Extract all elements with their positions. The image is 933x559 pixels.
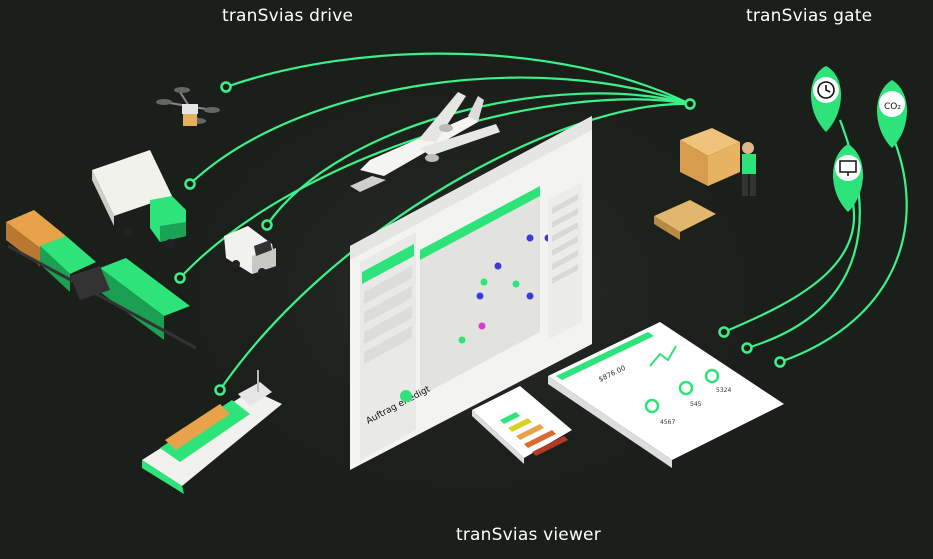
energy-label-bars <box>500 412 568 456</box>
gate-pins: CO₂ <box>811 66 907 212</box>
viewer-label: tranSvias viewer <box>456 525 601 545</box>
drive-label: tranSvias drive <box>222 6 354 26</box>
viewer-screen: Auftrag erledigt <box>350 116 592 470</box>
ship-icon <box>142 370 282 494</box>
airplane-icon <box>350 92 500 192</box>
tablet-stat-3: 5324 <box>716 387 731 394</box>
checkmark-icon <box>400 390 412 402</box>
van-icon <box>224 226 276 276</box>
sparkline <box>649 345 677 367</box>
truck-icon <box>92 150 186 249</box>
phone-device <box>472 386 572 464</box>
warehouse-icon <box>654 128 756 240</box>
train-icon <box>6 210 197 350</box>
clock-pin-icon <box>811 66 841 132</box>
co2-footprint-pin-icon: CO₂ <box>877 80 907 148</box>
connection-nodes <box>174 81 786 396</box>
tablet-device: $876.00 4567 545 5324 <box>548 322 784 468</box>
svg-text:CO₂: CO₂ <box>884 102 901 112</box>
drone-icon <box>156 87 220 126</box>
tablet-stat-1: 4567 <box>660 419 675 426</box>
gate-label: tranSvias gate <box>746 6 873 26</box>
tablet-gauges <box>644 368 720 414</box>
tablet-stat-2: 545 <box>690 401 702 408</box>
monitor-pin-icon <box>833 144 863 212</box>
